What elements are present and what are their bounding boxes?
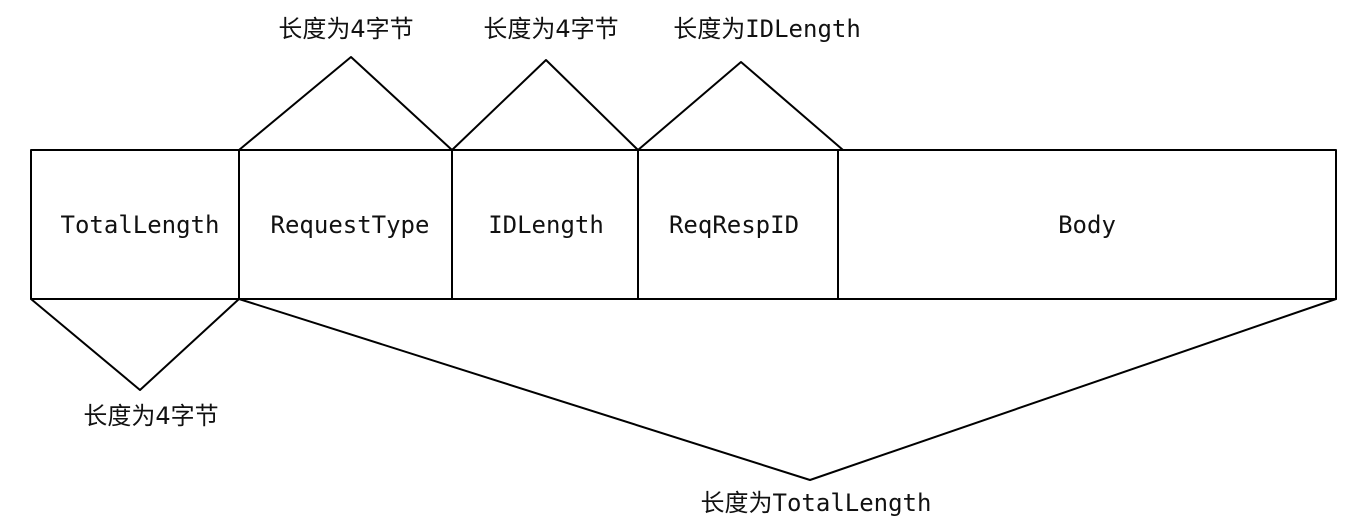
field-total-length: TotalLength (61, 211, 220, 239)
annotation-request-type-length: 长度为4字节 (278, 15, 413, 43)
annotation-req-resp-id-length: 长度为IDLength (673, 15, 861, 43)
field-id-length: IDLength (488, 211, 604, 239)
bracket-total-length (30, 298, 240, 391)
bracket-request-type (238, 56, 453, 151)
field-request-type: RequestType (271, 211, 430, 239)
annotation-total-length-length: 长度为4字节 (83, 402, 218, 430)
bracket-req-resp-id (637, 61, 844, 151)
field-body: Body (1058, 211, 1116, 239)
bracket-id-length (451, 59, 639, 151)
annotation-id-length-length: 长度为4字节 (483, 15, 618, 43)
bracket-payload (238, 298, 1337, 481)
annotation-payload-length: 长度为TotalLength (701, 489, 932, 517)
packet-frame (30, 149, 1337, 300)
field-req-resp-id: ReqRespID (669, 211, 799, 239)
